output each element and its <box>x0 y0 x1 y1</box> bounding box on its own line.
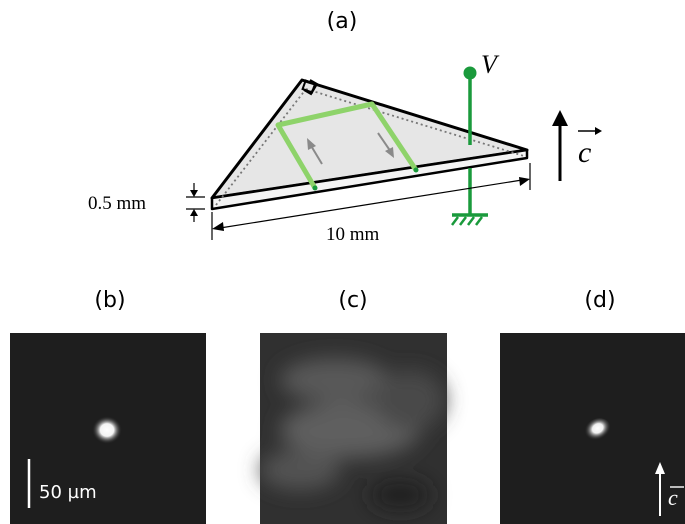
panel-d-c-axis-label-group: c <box>668 485 684 510</box>
length-label: 10 mm <box>326 224 380 245</box>
panel-d-spot <box>583 418 611 442</box>
length-dimension <box>211 163 531 240</box>
hidden-edge-2 <box>305 88 525 157</box>
panel-c-label: (c) <box>338 288 367 313</box>
panel-d-c-axis-label: c <box>668 485 678 510</box>
c-axis-label: c <box>578 136 591 169</box>
c-axis-label-group: c <box>578 127 602 169</box>
panel-b-label: (b) <box>94 288 125 313</box>
beam-path <box>275 101 419 190</box>
right-angle-corner <box>301 79 317 94</box>
beam-direction-arrow-down <box>377 132 394 158</box>
beam-direction-arrow-up <box>307 138 323 165</box>
panel-d-image: c <box>500 333 685 524</box>
panel-d-label: (d) <box>584 288 615 313</box>
ground-symbol <box>451 213 488 226</box>
panel-a-label: (a) <box>327 9 358 34</box>
crystal-side-face <box>210 148 529 211</box>
thickness-label: 0.5 mm <box>88 193 146 214</box>
c-axis-arrow <box>552 110 568 181</box>
panel-d-c-axis-arrow <box>655 462 665 516</box>
voltage-electrode <box>463 66 477 215</box>
voltage-label: V <box>481 50 500 79</box>
scale-bar-label: 50 µm <box>39 482 97 503</box>
voltage-terminal <box>463 66 477 80</box>
beam-exit-point <box>413 167 419 173</box>
beam-entry-point <box>312 185 318 191</box>
thickness-dimension <box>186 183 205 222</box>
crystal-prism <box>210 78 529 211</box>
panel-c-image <box>260 333 447 524</box>
panel-b-image: 50 µm <box>10 333 206 524</box>
panel-b-spot <box>92 416 122 444</box>
